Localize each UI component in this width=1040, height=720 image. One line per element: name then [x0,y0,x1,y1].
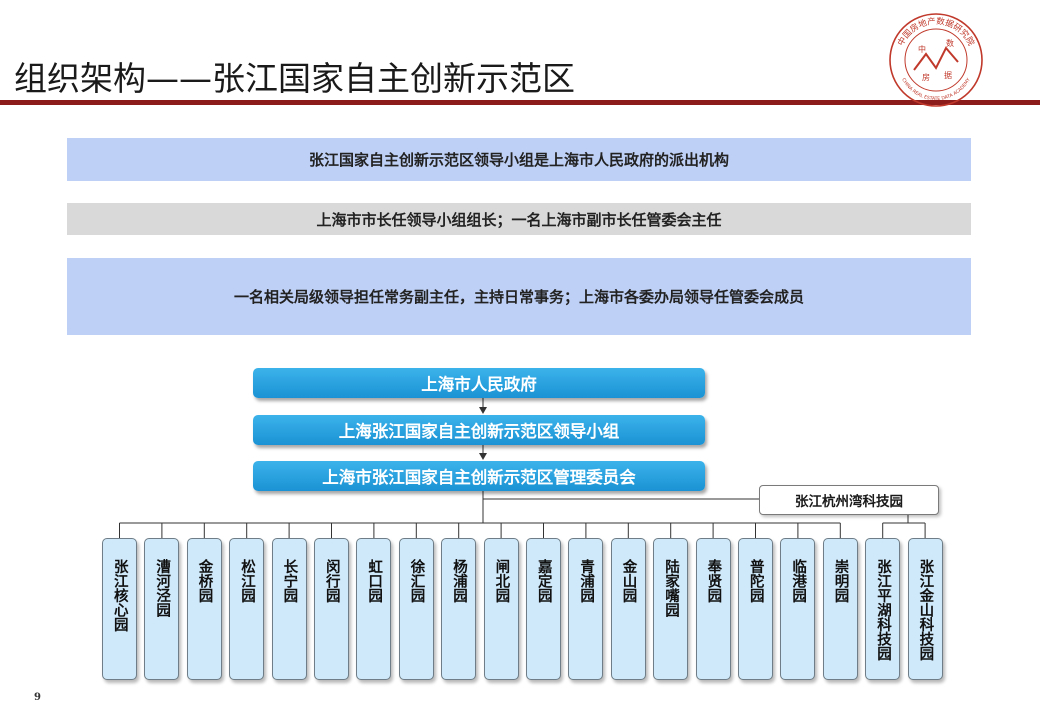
park-box-label: 徐汇园 [408,559,425,603]
park-box: 闵行园 [314,538,349,680]
park-box-label: 临港园 [790,559,807,603]
org-node-hangzhou-bay-park-label: 张江杭州湾科技园 [795,494,903,510]
park-box-label: 闸北园 [493,559,510,603]
academy-logo: 中国房地产数据研究院 CHINA REAL ESTATE DATA ACADEM… [889,13,983,107]
logo-char-3: 房 [922,72,930,82]
info-band-members: 一名相关局级领导担任常务副主任，主持日常事务；上海市各委办局领导任管委会成员 [67,258,971,335]
logo-char-1: 中 [918,44,926,54]
title-divider [0,100,1040,105]
org-node-management-committee: 上海市张江国家自主创新示范区管理委员会 [253,461,705,491]
park-box-label: 张江平湖科技园 [874,559,891,661]
info-band-leadership-text: 上海市市长任领导小组组长；一名上海市副市长任管委会主任 [316,210,722,229]
park-box: 闸北园 [483,538,519,680]
park-box-label: 崇明园 [832,559,849,603]
park-box-label: 杨浦园 [450,559,467,603]
logo-char-2: 数 [946,38,954,48]
park-box-label: 嘉定园 [535,559,552,603]
info-band-members-text: 一名相关局级领导担任常务副主任，主持日常事务；上海市各委办局领导任管委会成员 [233,288,804,306]
park-box-label: 青浦园 [578,559,595,603]
arrow-head-2 [479,453,487,460]
park-box: 奉贤园 [695,538,731,680]
org-node-management-committee-label: 上海市张江国家自主创新示范区管理委员会 [322,468,636,487]
park-box: 金桥园 [186,538,222,680]
park-box-label: 闵行园 [323,559,340,603]
page-number: 9 [34,692,41,703]
org-node-hangzhou-bay-park: 张江杭州湾科技园 [759,485,939,515]
park-box: 虹口园 [356,538,392,680]
park-box-label: 张江金山科技园 [917,559,934,661]
park-box: 临港园 [780,538,816,680]
park-box: 张江金山科技园 [907,538,943,680]
org-node-shanghai-gov: 上海市人民政府 [253,368,705,398]
org-node-shanghai-gov-label: 上海市人民政府 [421,375,537,394]
park-box: 陆家嘴园 [653,538,689,680]
park-box-label: 长宁园 [281,559,298,603]
park-box-label: 陆家嘴园 [662,559,679,617]
park-box-label: 松江园 [238,559,255,603]
park-box: 张江核心园 [102,538,137,680]
park-box-label: 金桥园 [196,559,213,603]
info-band-authority: 张江国家自主创新示范区领导小组是上海市人民政府的派出机构 [67,138,971,181]
park-box-label: 普陀园 [747,559,764,603]
park-box: 徐汇园 [398,538,434,680]
org-node-leading-group: 上海张江国家自主创新示范区领导小组 [253,415,705,445]
park-box: 普陀园 [738,538,773,680]
park-box-label: 奉贤园 [705,559,722,603]
park-box-label: 虹口园 [366,559,383,603]
info-band-authority-text: 张江国家自主创新示范区领导小组是上海市人民政府的派出机构 [308,151,729,169]
park-box: 嘉定园 [526,538,561,680]
org-node-leading-group-label: 上海张江国家自主创新示范区领导小组 [338,422,620,441]
park-box-label: 金山园 [620,559,637,603]
logo-char-4: 据 [944,70,952,80]
park-box: 漕河泾园 [144,538,180,680]
park-box: 杨浦园 [441,538,477,680]
page-title: 组织架构——张江国家自主创新示范区 [14,59,575,98]
info-band-leadership: 上海市市长任领导小组组长；一名上海市副市长任管委会主任 [67,203,971,235]
park-box: 长宁园 [271,538,307,680]
park-box: 青浦园 [568,538,604,680]
park-box: 金山园 [610,538,646,680]
park-box-label: 漕河泾园 [154,559,171,617]
park-box: 松江园 [229,538,265,680]
park-box: 张江平湖科技园 [865,538,901,680]
park-box: 崇明园 [822,538,858,680]
park-box-label: 张江核心园 [111,559,128,632]
arrow-head-1 [479,407,487,414]
